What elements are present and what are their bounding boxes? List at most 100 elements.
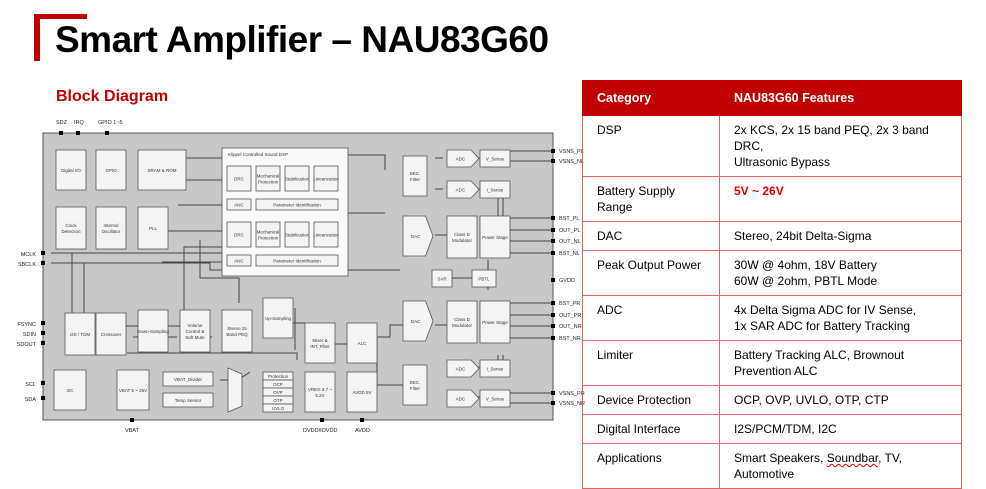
anc-label: ANC [234,203,244,208]
temp-sensor-label: Temp Sensor [175,398,202,403]
feature-line: 2x KCS, 2x 15 band PEQ, 2x 3 band DRC, [734,123,929,153]
avdd-box [346,371,378,413]
spellcheck-underline: Soundbar [826,451,879,465]
i2c-box [53,369,87,411]
up-sampling-label: Up-Sampling [265,316,292,321]
mechanical-protection-label: Mechanical [257,230,280,235]
class-d-right-label: Class D [454,317,471,322]
drc-label: DRC [234,233,244,238]
linearization-label: Linearization [313,177,339,182]
pin-marker [551,216,555,220]
volume-control-label: Soft Mute [185,335,205,340]
drc-box [226,165,252,192]
pin-right: BST_PL [559,216,579,222]
adc-v-right-shape [446,389,480,408]
feature-line: Stereo, 24bit Delta-Sigma [734,229,872,243]
pbtl-box [471,269,497,288]
pin-top: SDZ [56,120,68,126]
up-sampling-box [262,297,294,339]
category-cell: Battery Supply Range [582,176,720,222]
digital-io-box [55,149,87,191]
feature-line: Automotive [734,467,795,481]
power-stage-right-label: Power Stage [482,320,508,325]
adc-i-left-label: ADC [456,188,466,193]
vreg-label: VREG 3.7 ~ [308,387,333,392]
pin-right: BST_NL [559,251,580,257]
pin-right: VSNS_PL [559,149,584,155]
dsp-title: Klippel Controlled Sound DSP [228,152,288,157]
protection-item-label: OCP [273,382,283,387]
crossover-label: Crossover [101,332,122,337]
vbat-box [116,369,150,411]
parameter-identification-label: Parameter Identification [273,259,321,264]
stabilization-label: Stabilization [285,233,310,238]
page-title: Smart Amplifier – NAU83G60 [55,19,549,60]
class-d-right-label: Modulator [452,323,473,328]
pin-right: VSNS_NR [559,401,585,407]
features-cell: I2S/PCM/TDM, I2C [719,414,962,444]
adc-v-left-label: ADC [456,157,466,162]
drc-label: DRC [234,177,244,182]
stereo-peq-label: Band PEQ [226,332,248,337]
mixer-filter-label: INT. Filter [310,344,330,349]
v-sense-right-box [479,389,511,408]
category-cell: Peak Output Power [582,250,720,296]
power-stage-left-box [479,215,511,259]
sar-label: SAR [437,277,447,282]
protection-item-box [262,403,294,413]
category-cell: Applications [582,443,720,489]
adc-v-right-label: ADC [456,397,466,402]
feature-line: 60W @ 2ohm, PBTL Mode [734,274,878,288]
pin-right: OUT_PL [559,228,580,234]
clock-detection-label: Detection [61,229,81,234]
stabilization-box [284,221,310,248]
stabilization-box [284,165,310,192]
i-sense-right-box [479,359,511,378]
features-cell: 5V ~ 26V [719,176,962,222]
section-subtitle: Block Diagram [56,88,169,105]
title-accent-bar-top [34,14,87,19]
pin-marker [551,324,555,328]
i2s-tdm-label: I2S / TDM [70,332,90,337]
feature-line: 1x SAR ADC for Battery Tracking [734,319,911,333]
down-sampling-label: Down-Sampling [137,329,169,334]
linearization-box [313,221,339,248]
pins: SDZ IRQ GPIO 1~5 MCLK SBCLK FSYNC SDIN S… [17,120,370,434]
pin-marker [551,149,555,153]
sar-box [431,269,453,288]
pin-right: VSNS_PR [559,391,585,397]
feature-line: I2S/PCM/TDM, I2C [734,422,837,436]
protection-item-label: UVLO [272,406,285,411]
adc-v-left-shape [446,149,480,168]
pin-left: FSYNC [17,322,36,328]
internal-oscillator-box [95,206,127,250]
temp-sensor-box [162,392,214,408]
protection-item-label: Protection [268,374,289,379]
volume-control-label: Volume [187,323,203,328]
clock-detection-box [55,206,87,250]
feature-line: 4x Delta Sigma ADC for IV Sense, [734,303,917,317]
clock-detection-label: Clock [65,223,77,228]
pin-marker [551,313,555,317]
features-cell: OCP, OVP, UVLO, OTP, CTP [719,385,962,415]
block-diagram-svg: SDZ IRQ GPIO 1~5 MCLK SBCLK FSYNC SDIN S… [17,120,585,434]
linearization-box [313,165,339,192]
sram-box [137,149,187,191]
dec-filter-right-box [402,364,428,406]
vbat-divider-box [162,371,214,387]
mixer-filter-box [304,322,336,364]
table-row: Battery Supply Range 5V ~ 26V [582,176,962,222]
feature-line: 5V ~ 26V [734,184,784,198]
features-cell: Stereo, 24bit Delta-Sigma [719,221,962,251]
dec-filter-left-label: DEC. [410,171,421,176]
dac-right-label: DAC [411,319,421,324]
feature-line: OCP, OVP, UVLO, OTP, CTP [734,393,889,407]
pin-right: OUT_NR [559,324,582,330]
adc-i-left-shape [446,180,480,199]
